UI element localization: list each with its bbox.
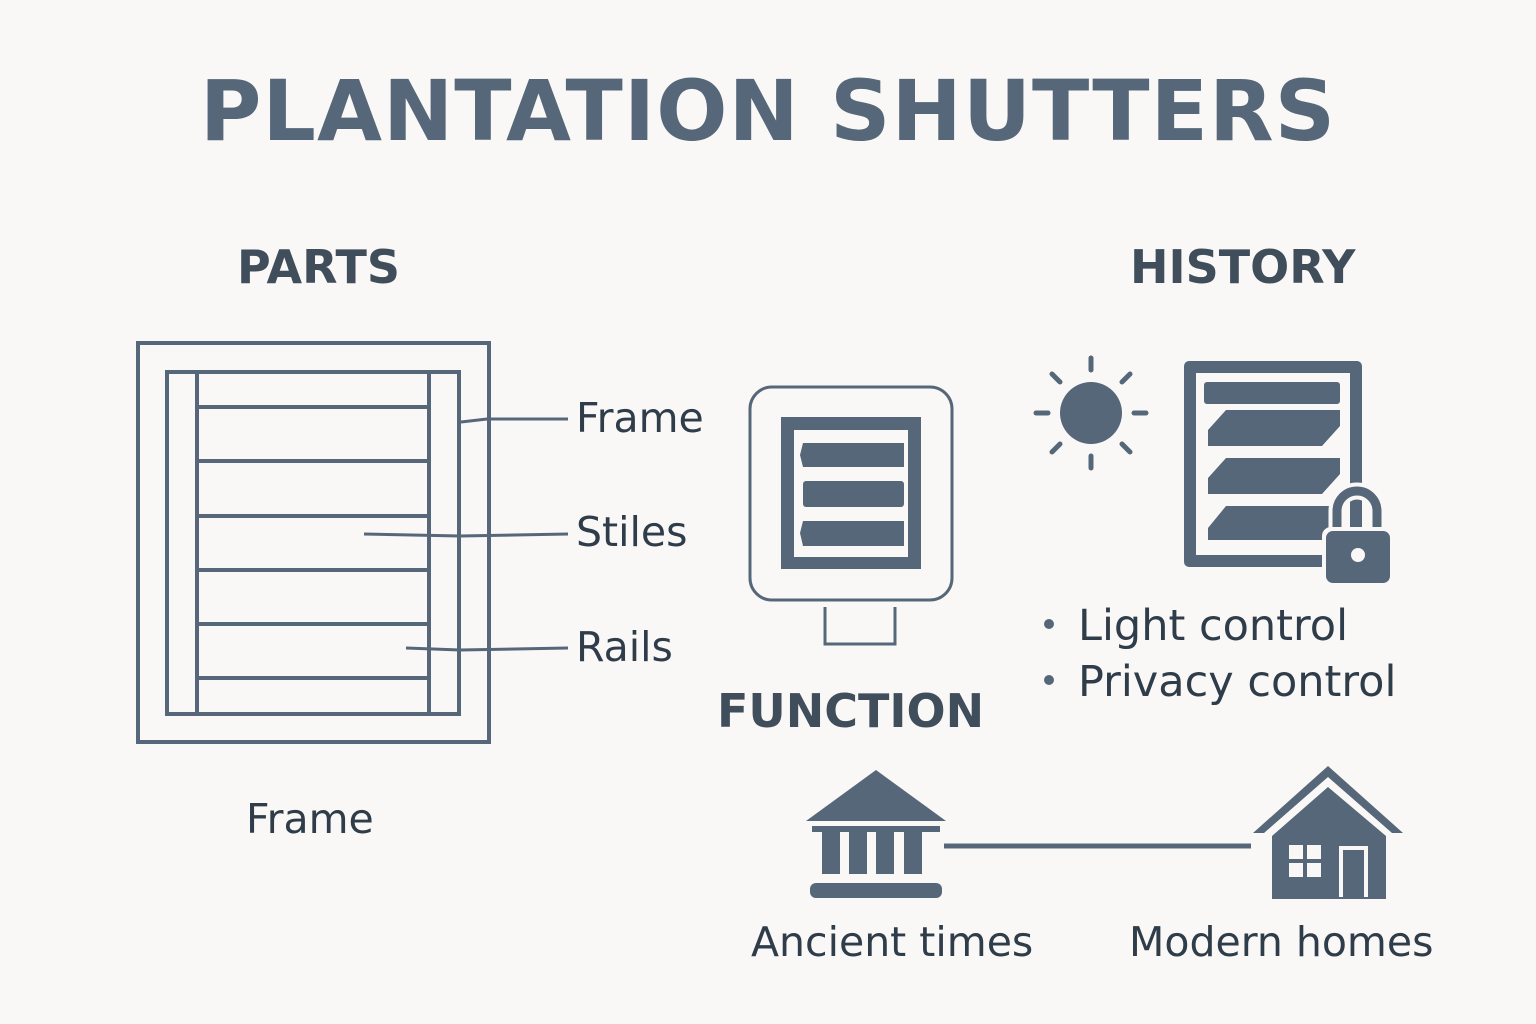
leader-lines [363, 417, 569, 652]
stiles-leader [363, 532, 569, 538]
rails-leader [405, 646, 569, 652]
shutter-icon [1184, 361, 1362, 567]
function-heading: FUNCTION [717, 684, 985, 738]
history-heading: HISTORY [1130, 240, 1356, 294]
timeline-end-label: Modern homes [1129, 918, 1434, 966]
bullet-text: Privacy control [1078, 657, 1397, 707]
bullet-dot [1044, 674, 1054, 685]
bullet-item: Privacy control [1040, 654, 1396, 710]
bullet-text: Light control [1078, 601, 1349, 651]
house-icon [1253, 766, 1403, 899]
shutter-frame-diagram [136, 341, 491, 744]
window-shutter-icon [748, 385, 954, 646]
parts-heading: PARTS [237, 240, 400, 294]
sun-icon [1033, 355, 1149, 471]
lock-icon [1322, 482, 1394, 587]
rails-callout: Rails [576, 623, 673, 671]
history-bullets: Light control Privacy control [1040, 598, 1396, 710]
frame-callout: Frame [576, 394, 704, 442]
page-title: PLANTATION SHUTTERS [199, 62, 1337, 160]
timeline-start-label: Ancient times [751, 918, 1034, 966]
bullet-dot [1044, 618, 1054, 629]
stiles-callout: Stiles [576, 508, 688, 556]
parts-caption: Frame [246, 795, 374, 843]
bullet-item: Light control [1040, 598, 1396, 654]
classical-building-icon [806, 770, 946, 898]
frame-leader [460, 417, 568, 424]
